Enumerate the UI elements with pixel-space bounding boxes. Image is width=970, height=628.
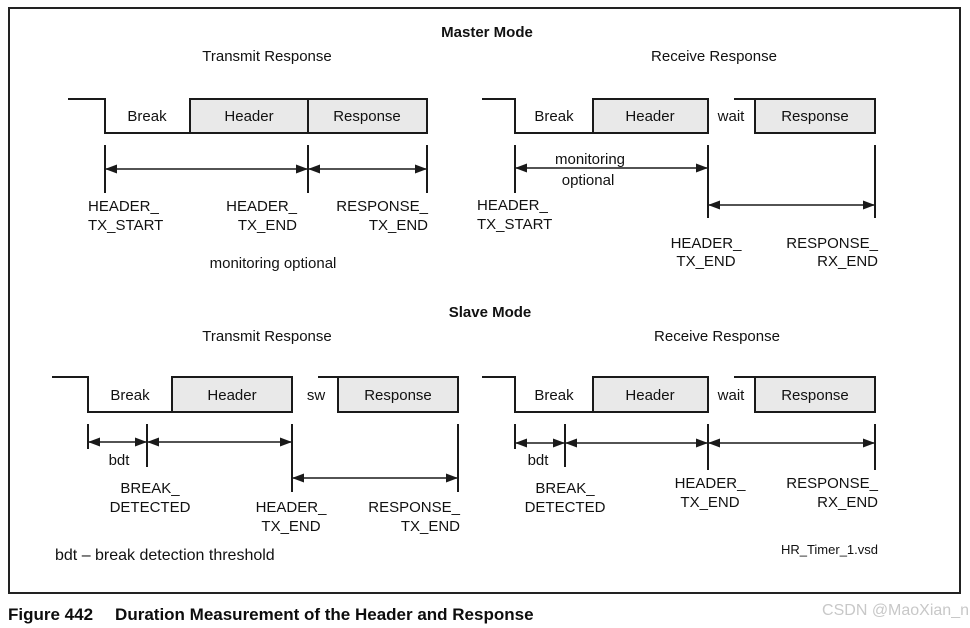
slave-tx-response-label: Response [364, 387, 432, 404]
master-rx-response-end-label-1: RESPONSE_ [786, 235, 878, 252]
master-rx-break-label: Break [534, 108, 574, 125]
timing-diagram-canvas [52, 98, 876, 492]
slave-tx-response-end-label-1: RESPONSE_ [368, 499, 460, 516]
master-tx-start-label-2: TX_START [88, 217, 164, 234]
vsd-file-label: HR_Timer_1.vsd [780, 542, 878, 557]
slave-rx-wait-label: wait [717, 387, 745, 404]
master-rx-response-box [754, 98, 876, 134]
slave-tx-title: Transmit Response [202, 328, 332, 345]
master-rx-waveform [482, 98, 593, 134]
master-rx-header-box [592, 98, 709, 134]
slave-rx-header-end-label-2: TX_END [680, 494, 740, 511]
slave-tx-header-box [171, 376, 293, 413]
slave-rx-waveform [482, 376, 593, 413]
master-tx-start-label-1: HEADER_ [88, 198, 159, 215]
slave-tx-break-detected-label-1: BREAK_ [120, 480, 180, 497]
slave-rx-response-end-label-2: RX_END [817, 494, 878, 511]
master-tx-response-end-label-2: TX_END [368, 217, 428, 234]
slave-tx-break-detected-label-2: DETECTED [109, 499, 191, 516]
master-rx-start-label-2: TX_START [477, 216, 553, 233]
slave-rx-break-label: Break [534, 387, 574, 404]
slave-tx-header-label: Header [207, 387, 257, 404]
master-tx-header-box [189, 98, 309, 134]
master-rx-title: Receive Response [651, 48, 777, 65]
master-rx-response-end-label-2: RX_END [817, 253, 878, 270]
slave-rx-break-detected-label-2: DETECTED [524, 499, 606, 516]
slave-tx-header-end-label-2: TX_END [261, 518, 321, 535]
master-tx-header-end-label-1: HEADER_ [226, 198, 297, 215]
master-tx-title: Transmit Response [202, 48, 332, 65]
slave-mode-title: Slave Mode [448, 304, 532, 321]
master-rx-wait-label: wait [717, 108, 745, 125]
watermark-text: CSDN @MaoXian_n [822, 602, 969, 619]
master-rx-header-end-label-1: HEADER_ [670, 235, 742, 252]
slave-tx-response-box [337, 376, 459, 413]
master-tx-monitoring-note: monitoring optional [209, 255, 337, 272]
slave-tx-bdt-label: bdt [108, 452, 130, 469]
slave-rx-header-label: Header [625, 387, 675, 404]
master-rx-response-label: Response [781, 108, 849, 125]
master-rx-header-label: Header [625, 108, 675, 125]
master-tx-response-label: Response [333, 108, 401, 125]
master-rx-monitoring-note-2: optional [561, 172, 615, 189]
figure-number: Figure 442 [8, 605, 94, 624]
slave-tx-response-end-label-2: TX_END [400, 518, 460, 535]
slave-rx-response-end-label-1: RESPONSE_ [786, 475, 878, 492]
slave-rx-header-end-label-1: HEADER_ [674, 475, 746, 492]
slave-tx-sw-label: sw [306, 387, 326, 404]
master-tx-response-box [307, 98, 428, 134]
figure-caption-title: Duration Measurement of the Header and R… [115, 605, 534, 624]
bdt-footnote: bdt – break detection threshold [55, 547, 275, 564]
slave-rx-break-detected-label-1: BREAK_ [535, 480, 595, 497]
master-tx-header-end-label-2: TX_END [237, 217, 297, 234]
master-tx-break-label: Break [127, 108, 167, 125]
master-tx-response-end-label-1: RESPONSE_ [336, 198, 428, 215]
slave-rx-title: Receive Response [654, 328, 780, 345]
slave-rx-header-box [592, 376, 709, 413]
slave-rx-response-label: Response [781, 387, 849, 404]
slave-rx-response-box [754, 376, 876, 413]
slave-tx-waveform [52, 376, 172, 413]
slave-tx-break-label: Break [110, 387, 150, 404]
master-rx-start-label-1: HEADER_ [477, 197, 548, 214]
figure-caption: Figure 442 Duration Measurement of the He… [8, 604, 534, 626]
master-rx-monitoring-note-1: monitoring [554, 151, 626, 168]
master-mode-title: Master Mode [441, 24, 533, 41]
master-rx-header-end-label-2: TX_END [676, 253, 736, 270]
slave-tx-header-end-label-1: HEADER_ [255, 499, 327, 516]
slave-rx-bdt-label: bdt [527, 452, 549, 469]
master-tx-header-label: Header [224, 108, 274, 125]
master-tx-waveform [68, 98, 190, 134]
